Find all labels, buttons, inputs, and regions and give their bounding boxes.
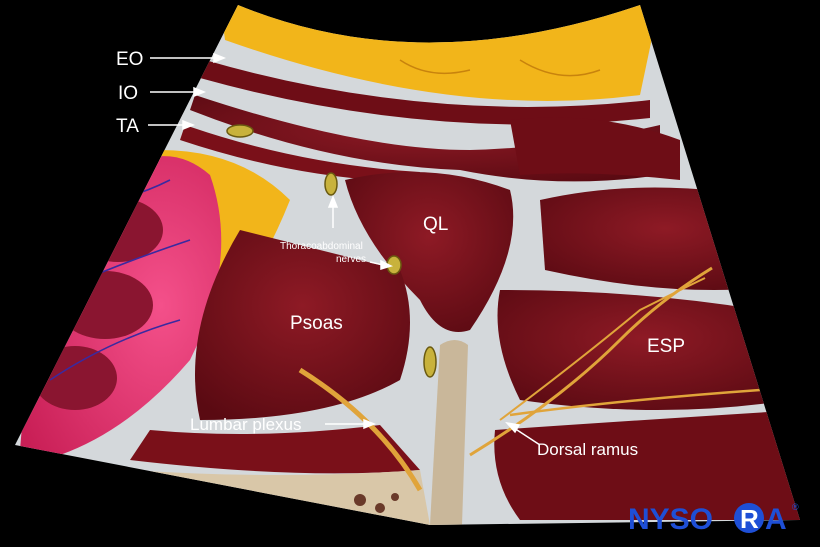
paraspinal-lower-muscle (494, 410, 800, 520)
renal-pyramid-3 (33, 346, 117, 410)
eo-arrowhead (213, 52, 227, 64)
transverse-process (430, 340, 468, 525)
dorsal-ramus-arrowhead (505, 421, 521, 434)
logo-circle (734, 503, 764, 533)
label-thoracoabdominal-line1: Thoracoabdominal (280, 241, 363, 252)
external-oblique-muscle (200, 60, 650, 125)
label-psoas: Psoas (290, 313, 343, 334)
logo-registered: ® (792, 502, 799, 512)
dorsal-ramus-nerve-3 (509, 388, 761, 417)
logo-text-left: NYSO (628, 503, 713, 536)
erector-spinae-muscle (497, 290, 790, 410)
label-thoracoabdominal-line2: nerves (336, 254, 366, 265)
bone-marrow-dot (354, 494, 366, 506)
quadratus-lumborum-muscle (345, 172, 514, 332)
label-io: IO (118, 83, 138, 104)
dorsal-ramus-arrow (513, 427, 541, 446)
transversus-abdominis-muscle (180, 125, 420, 182)
io-arrowhead (193, 86, 207, 98)
thoracoabdominal-arrowhead-up (327, 194, 339, 208)
bone-marrow-dot (375, 503, 385, 513)
psoas-lower-muscle (130, 425, 420, 474)
psoas-muscle (195, 230, 410, 420)
label-ta: TA (116, 116, 139, 137)
nysora-logo: NYSO R A ® (628, 502, 799, 536)
renal-pyramid-1 (73, 198, 163, 262)
fat-vessels (399, 59, 601, 77)
label-eo: EO (116, 49, 143, 70)
latissimus-muscle (510, 117, 680, 180)
label-esp: ESP (647, 336, 685, 357)
label-ql: QL (423, 214, 448, 235)
label-lumbar-plexus: Lumbar plexus (190, 415, 302, 434)
label-dorsal-ramus: Dorsal ramus (537, 440, 638, 459)
lumbar-plexus-arrowhead (363, 418, 377, 430)
logo-text-right: A (765, 503, 787, 536)
nerve-oval-3 (423, 346, 437, 378)
renal-pyramid-2 (57, 271, 153, 339)
nerve-oval-ta (226, 124, 254, 138)
label-arrows (148, 52, 541, 446)
dorsal-ramus-nerve-2 (499, 277, 706, 421)
bone-marrow-dot (391, 493, 399, 501)
ta-arrowhead (182, 119, 196, 131)
thoracoabdominal-arrowhead-right (380, 259, 394, 271)
nerve-oval-1 (324, 172, 338, 196)
logo-text-circle: R (740, 504, 759, 534)
vertebral-body (120, 470, 430, 525)
paraspinal-upper-muscle (540, 187, 790, 290)
